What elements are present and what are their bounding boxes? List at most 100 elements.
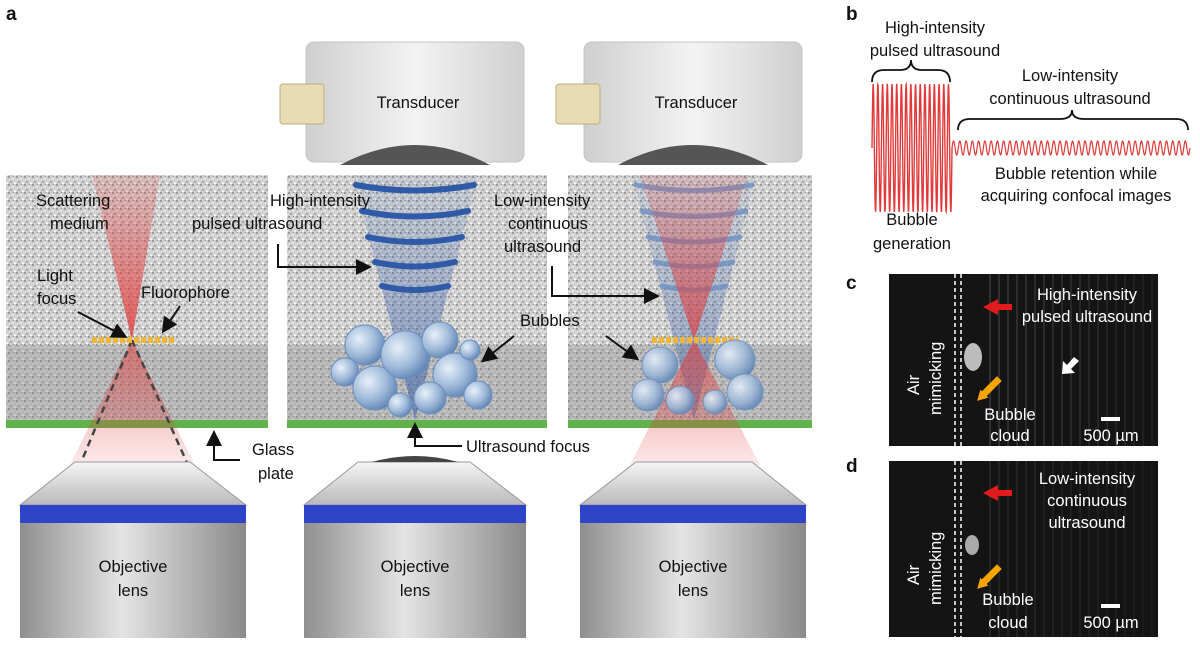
label-d-us-1: Low-intensity (1039, 470, 1136, 488)
label-d-bubble: Bubble (982, 591, 1033, 609)
label-b-retention-1: Bubble retention while (995, 165, 1157, 183)
label-d-us-2: continuous (1047, 492, 1127, 510)
stripe-pointer-arrow-c (1062, 357, 1079, 374)
label-objective-right: Objective (659, 558, 728, 576)
panel-a-right: Transducer Low-intensity continuous ultr… (480, 41, 812, 638)
transducer-connector-right (555, 83, 601, 125)
label-lens-right: lens (678, 582, 708, 600)
label-b-retention-2: acquiring confocal images (981, 187, 1172, 205)
label-transducer-right: Transducer (655, 94, 738, 112)
waveform-high-intensity (871, 81, 953, 215)
ultrasound-direction-arrow-c (983, 299, 1012, 315)
high-intensity-arrow (277, 244, 372, 275)
label-high-intensity-2: pulsed ultrasound (192, 215, 322, 233)
label-d-scale: 500 µm (1083, 614, 1138, 632)
label-lens-mid: lens (400, 582, 430, 600)
panel-label-d: d (846, 456, 858, 477)
label-high-intensity-1: High-intensity (270, 192, 371, 210)
objective-ring-right (580, 505, 806, 523)
laser-beam-upper-right (640, 175, 748, 340)
bubble-cloud-arrow-c (977, 376, 1002, 401)
ideal-beam-left-edge (78, 339, 134, 466)
panel-a-left: Scattering medium Light focus Fluorophor… (6, 175, 294, 638)
label-c-air: Air (905, 374, 923, 395)
bubble-cluster-right (631, 339, 764, 415)
laser-beam-upper (92, 175, 160, 340)
bubble-cluster-mid (330, 321, 493, 418)
bubble-cloud-d (965, 535, 979, 555)
objective-lens-tip-mid (302, 461, 528, 506)
label-c-us-1: High-intensity (1037, 286, 1138, 304)
label-scattering: Scattering (36, 192, 110, 210)
panel-label-c: c (846, 273, 857, 294)
label-c-us-2: pulsed ultrasound (1022, 308, 1152, 326)
label-low-intensity-3: ultrasound (504, 238, 581, 256)
label-low-intensity-1: Low-intensity (494, 192, 591, 210)
ultrasound-direction-arrow-d (983, 485, 1012, 501)
acoustic-stripes-c (989, 274, 1153, 446)
label-objective: Objective (99, 558, 168, 576)
label-b-generation: generation (873, 235, 951, 253)
label-d-cloud: cloud (988, 614, 1027, 632)
panel-label-a: a (6, 4, 17, 25)
transducer-face-right (618, 145, 768, 165)
light-focus-arrow (77, 311, 128, 338)
label-transducer-mid: Transducer (377, 94, 460, 112)
laser-beam-lower-right (630, 340, 760, 465)
label-c-scale: 500 µm (1083, 427, 1138, 445)
label-d-us-3: ultrasound (1048, 514, 1125, 532)
objective-ring-mid (304, 505, 526, 523)
label-c-bubble: Bubble (984, 406, 1035, 424)
bubbles-arrow-right (605, 335, 640, 361)
panel-c: Air mimicking High-intensity pulsed ultr… (889, 274, 1158, 446)
ideal-beam-right-edge (130, 339, 190, 466)
label-medium: medium (50, 215, 109, 233)
brace-low-intensity (957, 109, 1189, 131)
ultrasound-focus-arrow (407, 422, 462, 447)
label-b-bubble: Bubble (886, 211, 937, 229)
panel-label-b: b (846, 4, 858, 25)
ultrasound-cone-mid (353, 175, 478, 420)
objective-body-mid (304, 523, 526, 638)
laser-beam-lower (70, 340, 195, 465)
ultrasound-wavefronts-mid (353, 182, 477, 293)
transducer-connector (279, 83, 325, 125)
panel-d: Air mimicking Low-intensity continuous u… (889, 461, 1158, 637)
label-objective-mid: Objective (381, 558, 450, 576)
glass-plate-arrow (206, 430, 240, 461)
label-light: Light (37, 267, 73, 285)
objective-lens-front-mid (372, 456, 458, 462)
label-d-mimicking: mimicking (927, 532, 945, 605)
label-b-low-1: Low-intensity (1022, 67, 1119, 85)
label-b-high-2: pulsed ultrasound (870, 42, 1000, 60)
label-glass: Glass (252, 441, 294, 459)
label-c-mimicking: mimicking (927, 342, 945, 415)
scale-bar-c (1101, 417, 1120, 421)
label-b-high-1: High-intensity (885, 19, 986, 37)
label-d-air: Air (905, 564, 923, 585)
objective-lens-ring (20, 505, 246, 523)
low-intensity-arrow (551, 266, 660, 304)
label-fluorophore: Fluorophore (141, 284, 230, 302)
panel-a-middle: Transducer High-intensity pulsed (192, 41, 590, 638)
objective-lens-tip-right (578, 461, 808, 506)
label-plate: plate (258, 465, 294, 483)
label-bubbles: Bubbles (520, 312, 580, 330)
label-b-low-2: continuous ultrasound (989, 90, 1150, 108)
objective-lens-body (20, 523, 246, 638)
bubble-cloud-arrow-d (977, 564, 1002, 589)
objective-lens-tip (18, 461, 248, 506)
brace-high-intensity (871, 59, 951, 83)
glass-plate-mid (287, 420, 547, 428)
waveform-low-intensity (951, 140, 1191, 156)
fluorophore-arrow (161, 305, 181, 334)
transducer-face (340, 145, 490, 165)
label-low-intensity-2: continuous (508, 215, 588, 233)
label-ultrasound-focus: Ultrasound focus (466, 438, 590, 456)
label-focus: focus (37, 290, 76, 308)
bubble-cloud-c (964, 343, 982, 371)
bubbles-arrow-left (480, 335, 515, 363)
objective-body-right (580, 523, 806, 638)
